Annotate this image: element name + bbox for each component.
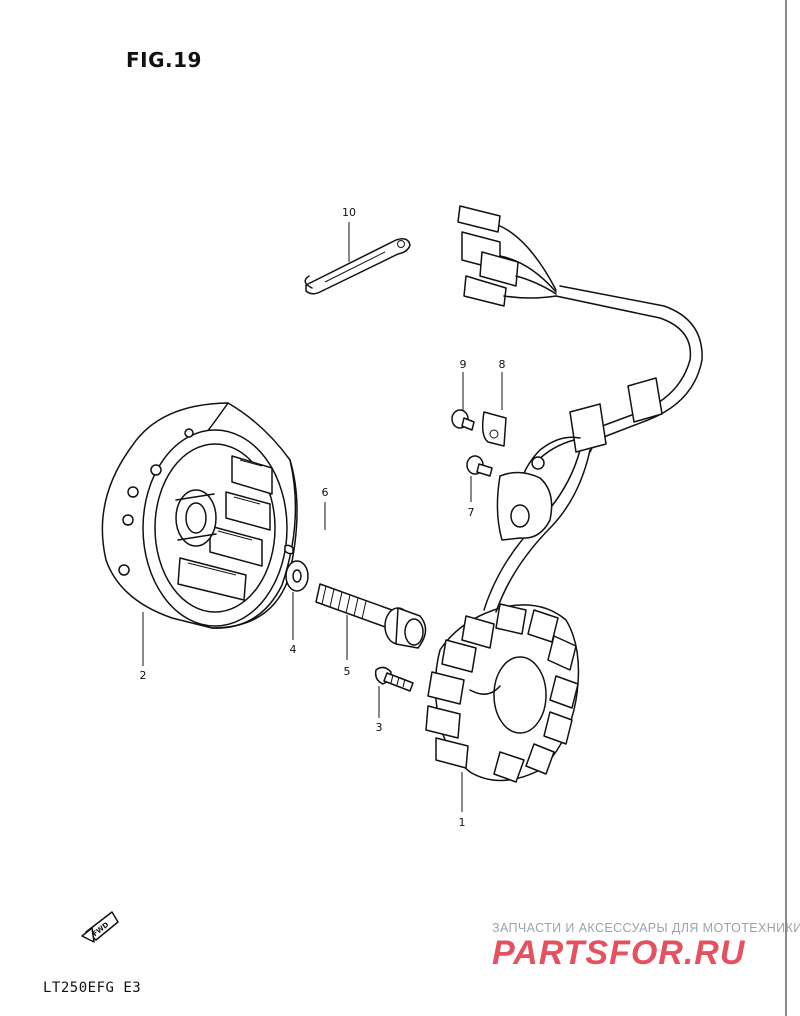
callout-9: 9 bbox=[460, 358, 467, 371]
watermark-tagline: ЗАПЧАСТИ И АКСЕССУАРЫ ДЛЯ МОТОТЕХНИКИ bbox=[492, 921, 800, 935]
callouts: 1 2 3 4 5 6 7 8 9 10 bbox=[140, 206, 506, 829]
callout-5: 5 bbox=[344, 665, 351, 678]
right-border bbox=[785, 0, 787, 1016]
model-code: LT250EFG E3 bbox=[43, 980, 142, 996]
part-1-stator bbox=[425, 603, 580, 783]
callout-2: 2 bbox=[140, 669, 147, 682]
part-9-screw bbox=[451, 409, 475, 431]
callout-6: 6 bbox=[322, 486, 329, 499]
part-10-clamp bbox=[304, 238, 411, 295]
part-5-bolt bbox=[315, 583, 427, 649]
part-6-key bbox=[284, 544, 294, 555]
callout-8: 8 bbox=[499, 358, 506, 371]
figure-title: FIG.19 bbox=[126, 48, 202, 72]
part-2-flywheel-rotor bbox=[101, 402, 298, 629]
part-4-washer bbox=[285, 560, 309, 592]
callout-4: 4 bbox=[290, 643, 297, 656]
part-3-screw bbox=[374, 666, 414, 692]
watermark-logo: PARTSFOR.RU bbox=[492, 934, 746, 972]
stator-wiring-harness bbox=[457, 205, 703, 613]
callout-7: 7 bbox=[468, 506, 475, 519]
callout-1: 1 bbox=[459, 816, 466, 829]
part-8-plate bbox=[481, 411, 507, 447]
part-7-screw bbox=[466, 455, 493, 477]
callout-10: 10 bbox=[342, 206, 356, 219]
callout-3: 3 bbox=[376, 721, 383, 734]
fwd-arrow-icon: FWD bbox=[81, 911, 119, 943]
